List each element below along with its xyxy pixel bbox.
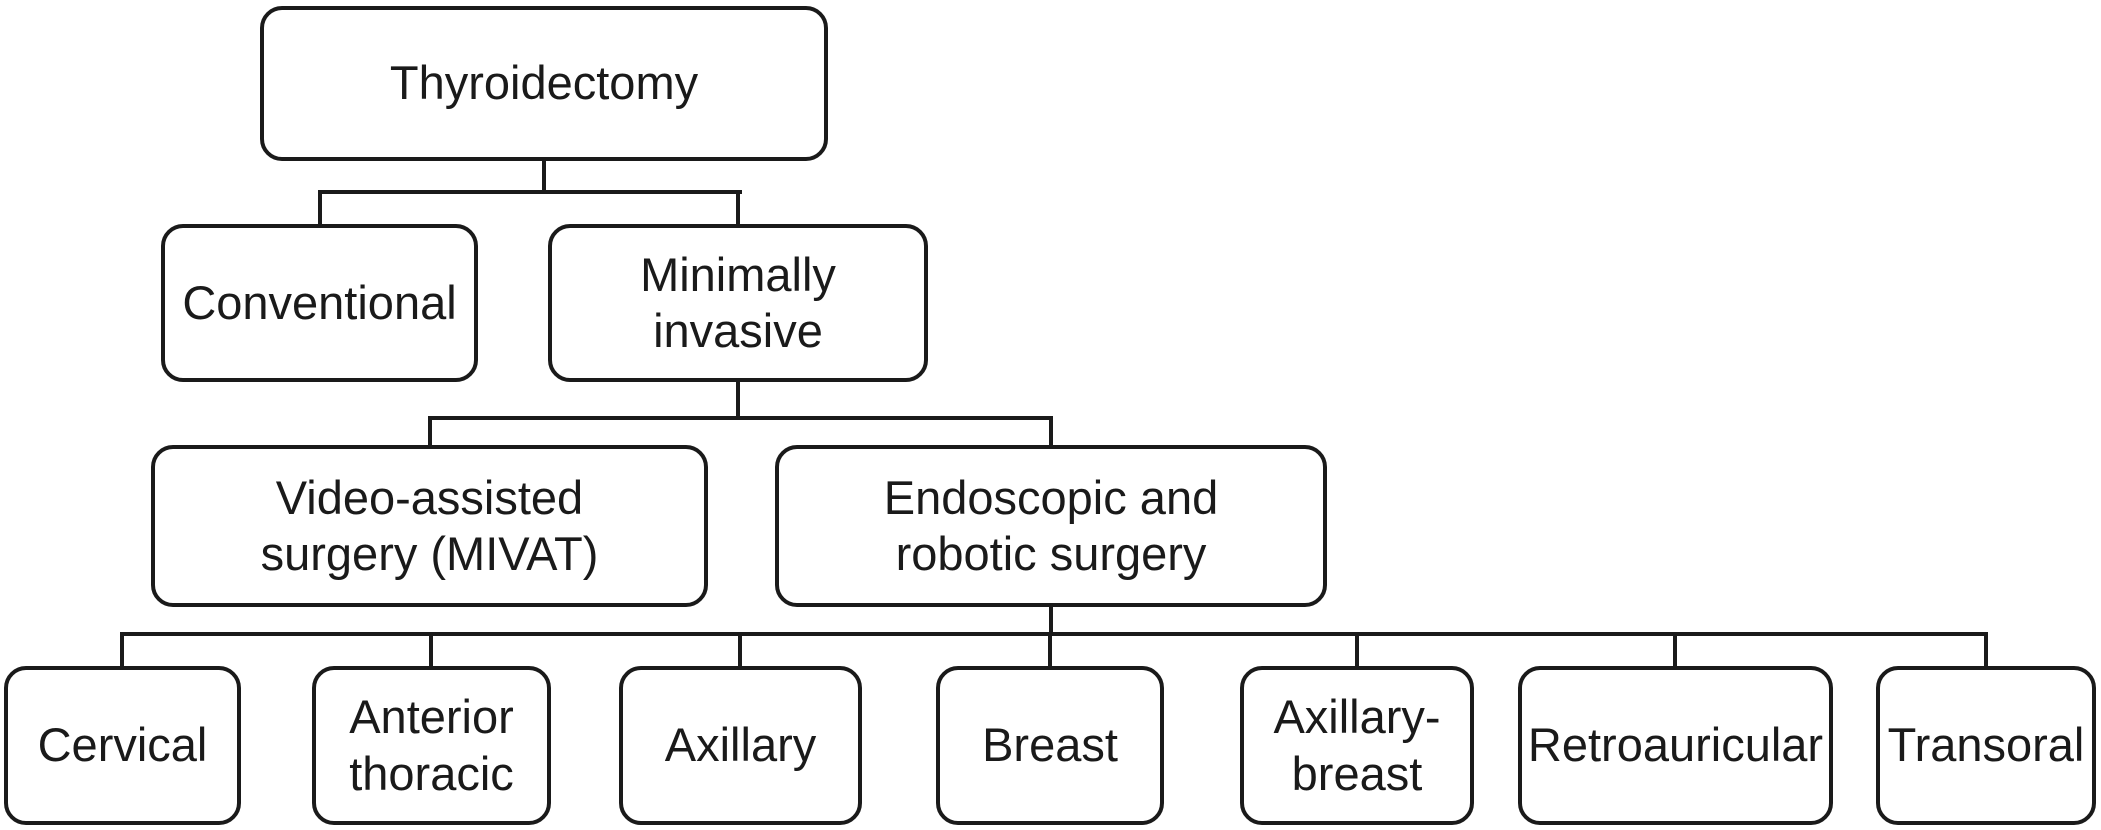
connector-endoscopic-down	[1049, 603, 1053, 636]
node-video-assisted-surgery-mivat: Video-assisted surgery (MIVAT)	[151, 445, 708, 607]
node-transoral: Transoral	[1876, 666, 2096, 825]
node-anterior-thoracic: Anterior thoracic	[312, 666, 551, 825]
connector-stub-breast	[1048, 632, 1052, 670]
node-retroauricular: Retroauricular	[1518, 666, 1833, 825]
connector-stub-cervical	[120, 632, 124, 670]
connector-stub-endoscopic	[1049, 416, 1053, 449]
node-axillary-breast: Axillary- breast	[1240, 666, 1474, 825]
connector-stub-axillary-breast	[1355, 632, 1359, 670]
connector-stub-transoral	[1984, 632, 1988, 670]
connector-stub-conventional	[318, 190, 322, 228]
node-axillary: Axillary	[619, 666, 862, 825]
connector-stub-axillary	[738, 632, 742, 670]
connector-rail-level2	[318, 190, 742, 194]
node-conventional: Conventional	[161, 224, 478, 382]
node-thyroidectomy: Thyroidectomy	[260, 6, 828, 161]
connector-rail-level3	[428, 416, 1053, 420]
connector-stub-anterior-thoracic	[429, 632, 433, 670]
connector-stub-minimally	[736, 190, 740, 228]
node-breast: Breast	[936, 666, 1164, 825]
connector-stub-retroauricular	[1673, 632, 1677, 670]
node-endoscopic-and-robotic-surgery: Endoscopic and robotic surgery	[775, 445, 1327, 607]
node-cervical: Cervical	[4, 666, 241, 825]
connector-root-down	[542, 157, 546, 194]
connector-rail-level4	[120, 632, 1988, 636]
connector-minimally-down	[736, 378, 740, 420]
connector-stub-mivat	[428, 416, 432, 449]
node-minimally-invasive: Minimally invasive	[548, 224, 928, 382]
